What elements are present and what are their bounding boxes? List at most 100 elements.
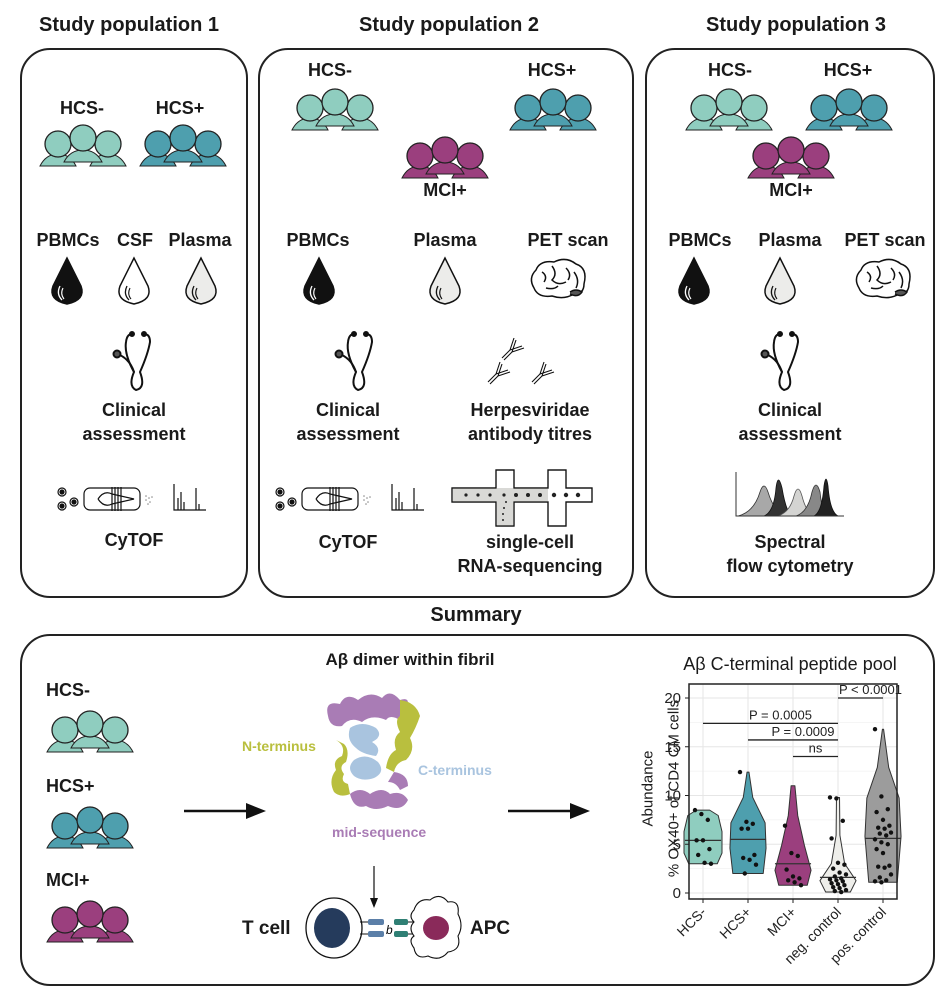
c-terminus-label: C-terminus: [418, 762, 492, 778]
summary-hcs-pos-people-icon: [46, 806, 134, 849]
data-point: [840, 879, 845, 884]
panel3-title: Study population 3: [706, 14, 886, 36]
t-cell-label: T cell: [242, 918, 291, 939]
data-point: [795, 853, 800, 859]
data-point: [832, 874, 837, 879]
y-tick-label: 5: [673, 836, 681, 853]
p3-stethoscope-icon: [760, 331, 799, 391]
data-point: [877, 831, 882, 836]
p2-microfluidic-chip-icon: [451, 469, 593, 527]
abeta-fibril-dimer-icon: [327, 693, 420, 809]
data-point: [699, 811, 704, 817]
p1-sample-csf-label: CSF: [117, 230, 153, 250]
violin-negcontrol: [819, 796, 857, 893]
data-point: [702, 860, 707, 865]
data-point: [829, 836, 834, 841]
data-point: [840, 818, 845, 824]
p1-csf-drop-icon: [118, 257, 150, 305]
p3-brain-pet-icon: [855, 258, 911, 299]
data-point: [834, 878, 839, 883]
p3-sample-pet-label: PET scan: [844, 230, 926, 250]
data-point: [790, 874, 796, 879]
summary-group-mci-pos-label: MCI+: [46, 870, 90, 890]
significance-label: P = 0.0009: [771, 724, 834, 739]
p1-pbmc-drop-icon: [51, 257, 83, 305]
data-point: [882, 865, 887, 870]
significance-label: P < 0.0001: [839, 682, 902, 697]
data-point: [700, 838, 706, 843]
data-point: [827, 877, 833, 882]
chart-title: Aβ C-terminal peptide pool: [683, 654, 897, 674]
p3-spectral-label-2: flow cytometry: [726, 556, 854, 576]
data-point: [880, 850, 886, 856]
p2-clinical-label-1: Clinical: [315, 400, 381, 420]
p3-clinical-label-1: Clinical: [757, 400, 823, 420]
data-point: [744, 819, 749, 825]
p2-stethoscope-icon: [334, 331, 373, 391]
p2-group-hcs-neg-label: HCS-: [308, 60, 352, 80]
x-tick-label: MCI+: [764, 904, 799, 939]
data-point: [887, 823, 892, 828]
data-point: [827, 795, 833, 800]
p2-sample-pbmcs-label: PBMCs: [286, 230, 350, 250]
data-point: [882, 826, 887, 831]
data-point: [835, 882, 841, 887]
p1-sample-plasma-label: Plasma: [168, 230, 232, 250]
data-point: [692, 807, 698, 813]
p1-sample-pbmcs-label: PBMCs: [36, 230, 100, 250]
data-point: [707, 846, 712, 852]
data-point: [885, 806, 890, 812]
p1-group-hcs-pos-label: HCS+: [155, 98, 205, 118]
p2-brain-pet-icon: [530, 258, 586, 299]
data-point: [837, 885, 842, 891]
arrow-down-icon: [370, 866, 378, 908]
y-tick-label: 0: [673, 885, 681, 902]
data-point: [884, 833, 889, 838]
p2-cytof-icon: [275, 483, 425, 512]
p3-mci-pos-people-icon: [747, 136, 835, 179]
data-point: [888, 872, 894, 877]
x-tick-label: HCS-: [674, 904, 710, 940]
data-point: [797, 876, 802, 881]
p2-sample-pet-label: PET scan: [527, 230, 609, 250]
p1-cytof-label: CyTOF: [104, 530, 164, 550]
p2-antibody-icon-3: [531, 361, 555, 385]
data-point: [831, 866, 836, 871]
data-point: [876, 864, 881, 869]
p2-group-mci-pos-label: MCI+: [423, 180, 467, 200]
data-point: [708, 861, 714, 866]
p2-plasma-drop-icon: [429, 257, 461, 305]
x-tick-label: HCS+: [716, 904, 754, 942]
data-point: [880, 817, 886, 823]
y-tick-label: 15: [664, 739, 681, 756]
data-point: [874, 809, 879, 815]
data-point: [879, 794, 884, 799]
summary-group-hcs-neg-label: HCS-: [46, 680, 90, 700]
p1-group-hcs-neg-label: HCS-: [60, 98, 104, 118]
data-point: [694, 838, 699, 843]
p2-scrna-label-2: RNA-sequencing: [457, 556, 603, 576]
p2-sample-plasma-label: Plasma: [413, 230, 477, 250]
p2-hcs-pos-people-icon: [509, 88, 597, 131]
fibril-title: Aβ dimer within fibril: [325, 650, 495, 669]
data-point: [879, 880, 884, 885]
data-point: [789, 850, 794, 856]
summary-mci-pos-people-icon: [46, 900, 134, 943]
data-point: [831, 884, 836, 890]
p2-cytof-label: CyTOF: [318, 532, 378, 552]
panel-study-population-1: [20, 48, 248, 598]
data-point: [792, 880, 797, 885]
data-point: [832, 888, 837, 894]
data-point: [884, 878, 889, 883]
y-tick-label: 20: [664, 690, 681, 707]
p2-clinical-label-2: assessment: [296, 424, 400, 444]
data-point: [872, 727, 878, 732]
data-point: [835, 860, 841, 865]
data-point: [752, 852, 757, 858]
data-point: [750, 821, 755, 826]
p2-group-hcs-pos-label: HCS+: [527, 60, 577, 80]
data-point: [753, 862, 759, 867]
significance-label: ns: [809, 741, 823, 756]
panel-summary: [20, 634, 935, 986]
